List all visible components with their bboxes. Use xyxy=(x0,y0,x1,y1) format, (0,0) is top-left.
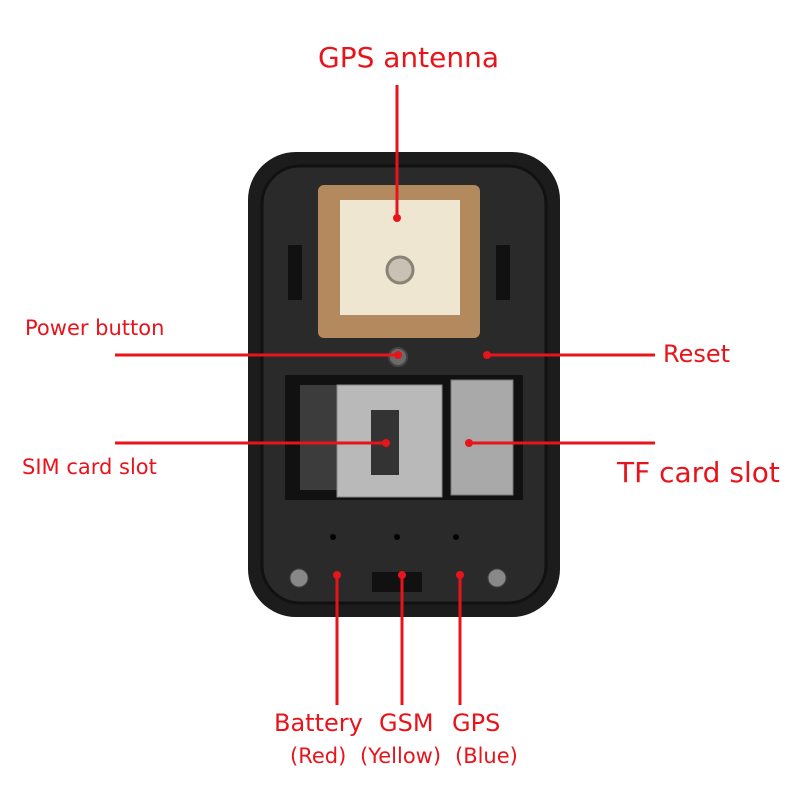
callout-lines xyxy=(115,85,655,705)
power-button-label: Power button xyxy=(25,316,165,340)
sim-card-slot-label: SIM card slot xyxy=(22,455,157,479)
reset-dot xyxy=(483,351,491,359)
tf-holder xyxy=(450,379,514,496)
gsm-led xyxy=(394,534,400,540)
gps-color-label: (Blue) xyxy=(455,744,518,768)
battery-color-label: (Red) xyxy=(290,744,347,768)
sim-dot xyxy=(382,439,390,447)
gsm-label: GSM xyxy=(379,709,434,737)
antenna-feed-pin xyxy=(385,255,415,285)
tf-dot xyxy=(465,439,473,447)
tf-card-slot-label: TF card slot xyxy=(617,456,780,489)
gsm-color-label: (Yellow) xyxy=(360,744,442,768)
reset-label: Reset xyxy=(663,340,731,368)
screw-left xyxy=(289,568,309,588)
gps-label: GPS xyxy=(452,709,501,737)
gps-led xyxy=(453,534,459,540)
right-slot xyxy=(496,245,510,300)
gps-antenna-dot xyxy=(393,214,401,222)
power-button-dot xyxy=(394,351,402,359)
sim-contacts xyxy=(300,385,340,490)
screw-right xyxy=(487,568,507,588)
gsm-dot xyxy=(398,571,406,579)
battery-label: Battery xyxy=(274,709,363,737)
left-slot xyxy=(288,245,302,300)
usb-port xyxy=(372,572,422,592)
gps-antenna-label: GPS antenna xyxy=(318,41,500,74)
battery-led xyxy=(330,534,336,540)
gps-dot xyxy=(456,571,464,579)
battery-dot xyxy=(333,571,341,579)
